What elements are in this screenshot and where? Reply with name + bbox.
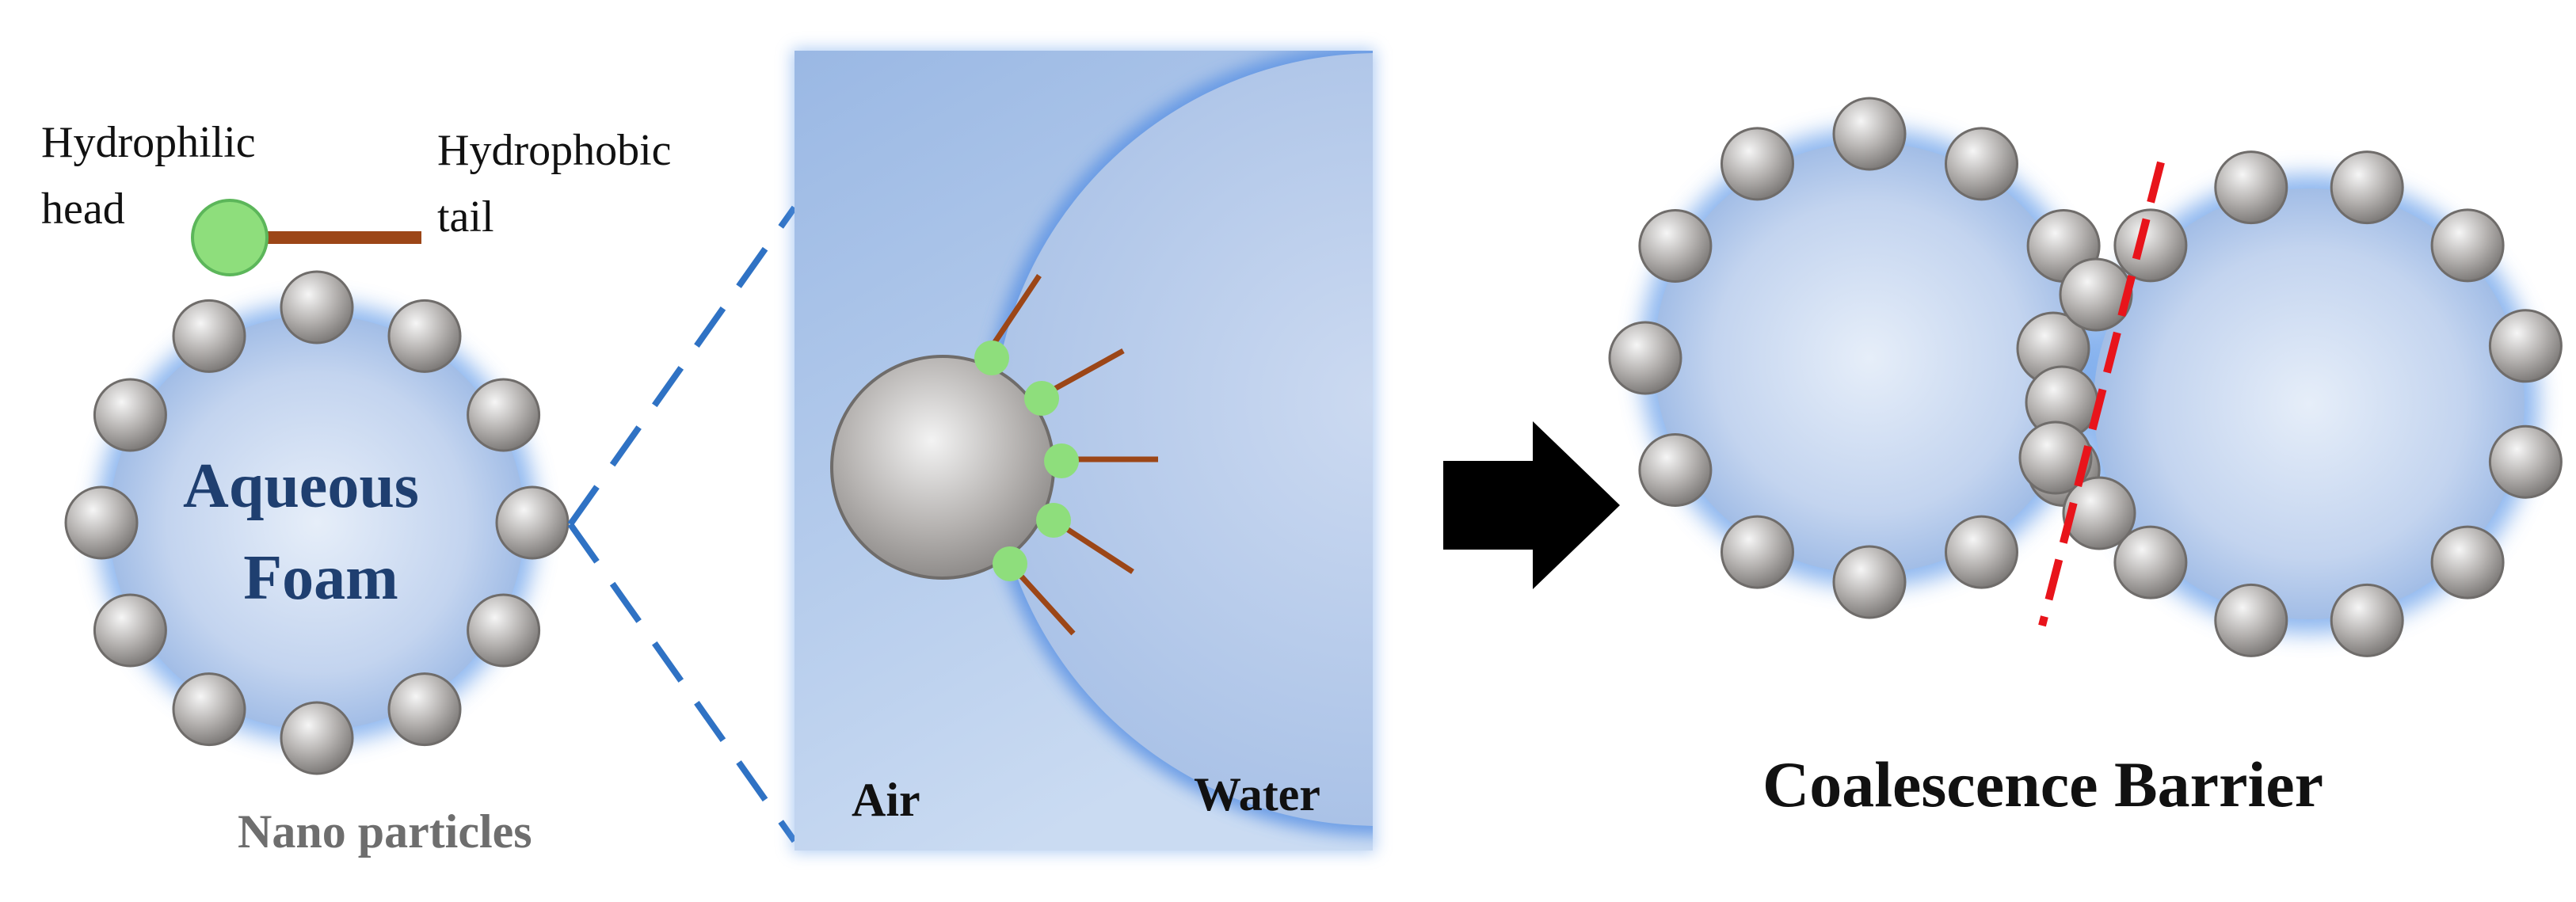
foam-label-line2: Foam: [243, 543, 398, 613]
aqueous-foam-bubble: Aqueous Foam: [64, 270, 570, 775]
nanoparticle: [2059, 257, 2133, 332]
nanoparticle: [93, 378, 167, 452]
nanoparticle: [1832, 97, 1907, 171]
hydrophobic-tail-label-line2: tail: [437, 192, 494, 242]
surfactant-head: [993, 546, 1027, 581]
nanoparticle: [2488, 309, 2563, 383]
bubble-right: [2079, 174, 2539, 634]
nanoparticle: [280, 701, 354, 775]
nanoparticle: [64, 485, 139, 560]
water-label: Water: [1194, 768, 1320, 820]
coalescence-barrier-label: Coalescence Barrier: [1762, 748, 2323, 820]
nanoparticle: [2062, 476, 2136, 550]
nanoparticle: [172, 299, 246, 373]
left-nanoparticle-ring: [64, 270, 570, 775]
right-arrow: [1443, 421, 1620, 589]
nanoparticle: [2430, 208, 2505, 283]
bubble-body: [1654, 143, 2085, 573]
hydrophilic-head-label: Hydrophilic head: [41, 118, 267, 234]
hydrophilic-head-label-line1: Hydrophilic: [41, 118, 256, 167]
surfactant-tail: [989, 274, 1042, 348]
nanoparticle: [2488, 424, 2563, 499]
water-region: [992, 53, 1373, 826]
nanoparticle: [1608, 321, 1682, 395]
zoom-line-bottom: [567, 522, 798, 843]
surfactant-legend: Hydrophilic head Hydrophobic tail: [41, 118, 683, 276]
coalescence-barrier-line: [2038, 161, 2165, 627]
hydrophobic-tail-label-line1: Hydrophobic: [437, 126, 672, 175]
hydrophilic-head-label-line2: head: [41, 185, 125, 234]
surfactant-head: [1044, 443, 1079, 478]
nanoparticle: [172, 672, 246, 747]
coalescing-bubbles: [1608, 97, 2563, 657]
nanoparticle: [1638, 209, 1713, 283]
nanoparticle: [2018, 421, 2093, 495]
large-nanoparticle: [830, 355, 1055, 580]
nanoparticle: [1945, 515, 2018, 589]
zoom-lines: [567, 205, 798, 843]
hydrophobic-tail-label: Hydrophobic tail: [437, 126, 683, 242]
nanoparticle: [1721, 515, 1794, 589]
nanoparticle: [387, 672, 462, 747]
foam-label-line1: Aqueous: [183, 451, 419, 521]
nanoparticle: [2113, 208, 2188, 283]
right-nanoparticle-shells: [1608, 97, 2563, 657]
bubble-left: [1640, 128, 2099, 588]
nanoparticle: [387, 299, 462, 373]
surfactant-head: [1024, 381, 1059, 416]
nanoparticle: [1832, 545, 1907, 619]
interface-zoom-panel: Air Water: [792, 49, 1375, 852]
surfactant-heads: [974, 341, 1079, 581]
nanoparticle: [2214, 583, 2288, 657]
nanoparticle: [2113, 525, 2188, 599]
nanoparticle: [467, 378, 541, 452]
nanoparticle: [93, 593, 167, 668]
nanoparticle: [467, 593, 541, 668]
nano-particles-label: Nano particles: [238, 805, 532, 858]
surfactant-head: [1036, 503, 1071, 538]
bubble-body: [109, 315, 524, 730]
nanoparticle: [1638, 433, 1713, 507]
surfactant-head: [974, 341, 1009, 375]
foam-label: Aqueous Foam: [183, 451, 435, 613]
bubble-body: [2094, 188, 2525, 619]
zoom-line-top: [567, 205, 798, 527]
hydrophilic-head: [191, 199, 269, 276]
nanoparticle: [495, 485, 570, 560]
nanoparticle: [2330, 150, 2404, 225]
air-label: Air: [852, 774, 920, 826]
nanoparticle: [2214, 150, 2288, 225]
nanoparticle: [1945, 127, 2018, 201]
nanoparticle: [2430, 525, 2505, 599]
nanoparticle: [2330, 583, 2404, 657]
nanoparticle: [1721, 127, 1794, 201]
nanoparticle: [280, 270, 354, 344]
